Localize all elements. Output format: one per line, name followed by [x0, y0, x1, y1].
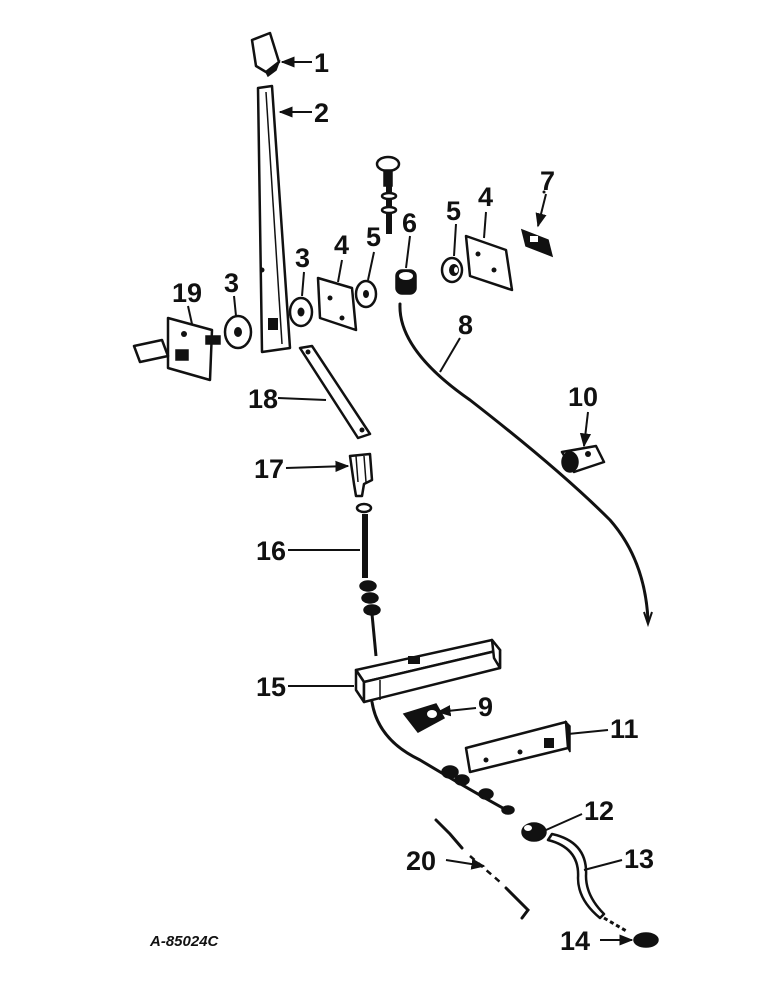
part-19-bracket — [132, 316, 221, 382]
callout-6: 6 — [402, 208, 417, 238]
part-6-nut — [375, 155, 417, 295]
callout-7: 7 — [540, 166, 555, 196]
part-20-rod — [434, 818, 530, 920]
callout-5-left: 5 — [366, 222, 381, 252]
part-12-ferrule — [521, 822, 547, 842]
part-10-cable-clip — [560, 444, 606, 474]
callout-12: 12 — [584, 796, 614, 826]
callout-9: 9 — [478, 692, 493, 722]
callout-17: 17 — [254, 454, 284, 484]
part-3-washer-left — [223, 314, 253, 350]
part-3-washer-right — [288, 296, 314, 328]
part-8-cable — [398, 302, 650, 622]
callout-16: 16 — [256, 536, 286, 566]
callout-3-right: 3 — [295, 243, 310, 273]
part-13-conduit — [546, 832, 606, 920]
part-15-housing — [354, 638, 502, 704]
callout-15: 15 — [256, 672, 286, 702]
callout-5-right: 5 — [446, 196, 461, 226]
callout-18: 18 — [248, 384, 278, 414]
part-9-clip — [402, 703, 446, 733]
part-16-rod — [355, 502, 381, 657]
part-18-link — [298, 344, 372, 440]
part-1-knob — [250, 31, 281, 78]
part-2-lever — [256, 84, 292, 354]
callout-11: 11 — [610, 714, 639, 744]
lower-cable-assembly — [370, 700, 515, 815]
callout-20: 20 — [406, 846, 436, 876]
callout-4-left: 4 — [334, 230, 349, 260]
callout-14: 14 — [560, 926, 590, 956]
callout-4-right: 4 — [478, 182, 493, 212]
part-5-bushing-left — [354, 279, 378, 309]
part-17-clevis — [348, 452, 374, 498]
part-11-bracket — [464, 720, 571, 774]
leader-lines — [187, 56, 634, 946]
callout-1: 1 — [314, 48, 329, 78]
callout-3-left: 3 — [224, 268, 239, 298]
part-7-clip — [520, 190, 554, 258]
part-5-bushing-right — [440, 256, 464, 284]
part-4-plate-right — [464, 234, 514, 292]
drawing-code: A-85024C — [149, 933, 220, 950]
callout-8: 8 — [458, 310, 473, 340]
callout-10: 10 — [568, 382, 598, 412]
callout-2: 2 — [314, 98, 329, 128]
part-4-plate-left — [316, 276, 358, 332]
part-14-end-fitting — [603, 916, 659, 948]
callout-13: 13 — [624, 844, 654, 874]
callout-19: 19 — [172, 278, 202, 308]
